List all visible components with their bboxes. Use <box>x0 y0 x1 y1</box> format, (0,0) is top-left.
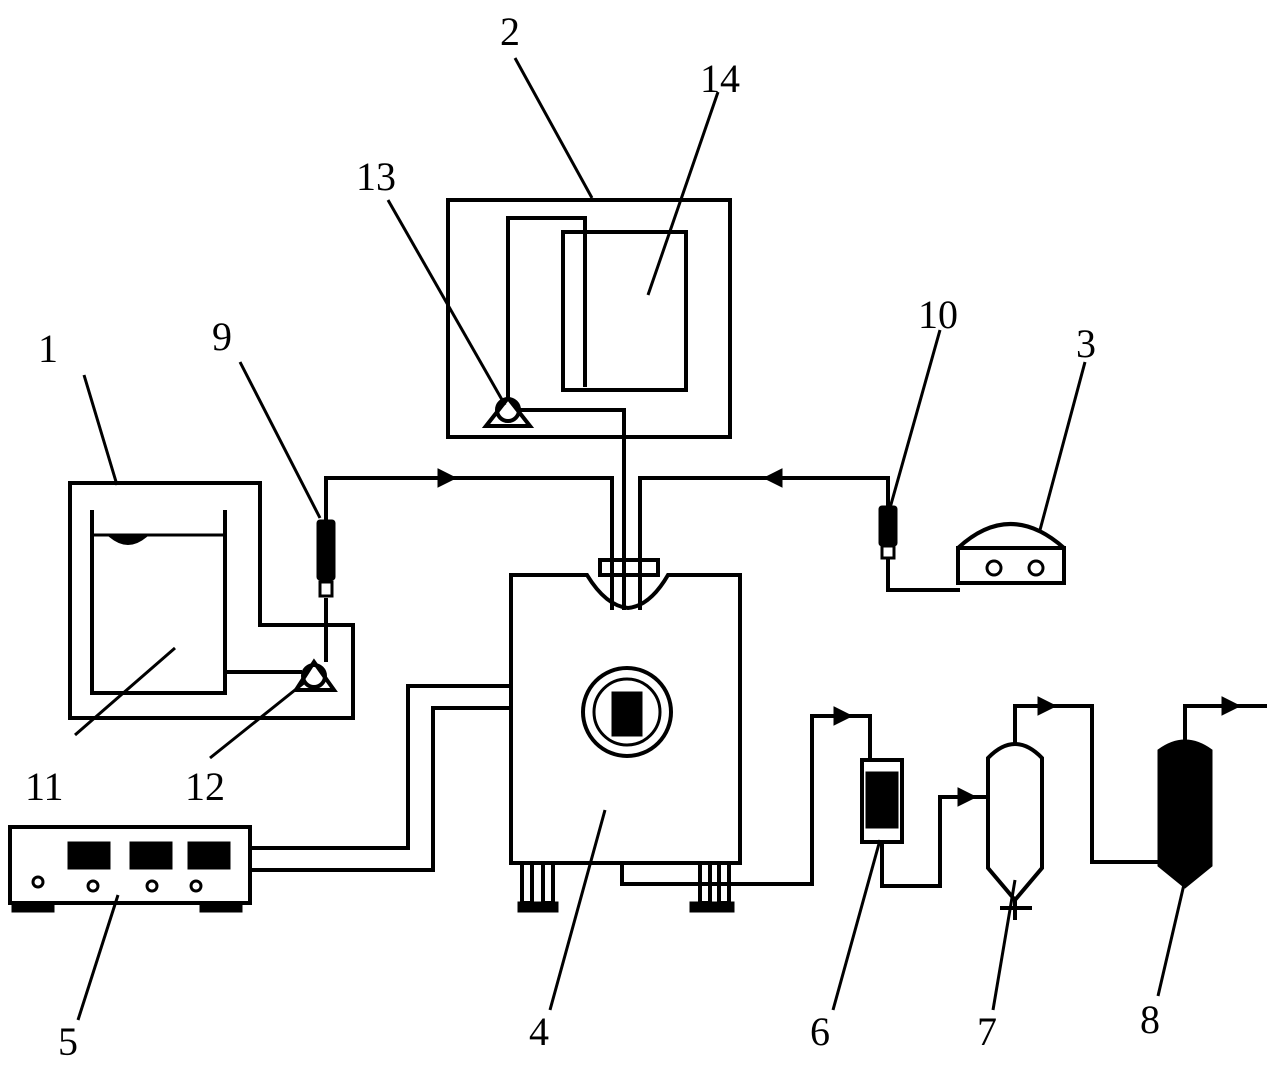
reservoir-unit-1 <box>68 481 355 720</box>
reactor-4 <box>509 558 872 913</box>
pump-13-icon <box>481 394 535 428</box>
number-labels: 1 2 3 4 5 6 7 8 9 10 11 12 13 14 <box>25 9 1160 1064</box>
dosing-unit-2 <box>446 198 732 562</box>
power-supply-5 <box>8 684 513 913</box>
label-1: 1 <box>38 326 58 371</box>
label-11: 11 <box>25 764 64 809</box>
label-3: 3 <box>1076 321 1096 366</box>
label-8: 8 <box>1140 997 1160 1042</box>
label-2: 2 <box>500 9 520 54</box>
column-8 <box>1157 696 1267 889</box>
filter-6 <box>860 758 990 888</box>
label-6: 6 <box>810 1009 830 1054</box>
flowmeter-10-icon <box>638 468 898 562</box>
label-5: 5 <box>58 1019 78 1064</box>
label-9: 9 <box>212 314 232 359</box>
gas-source-3 <box>886 522 1066 592</box>
label-4: 4 <box>529 1009 549 1054</box>
flowmeter-9-icon <box>316 476 336 662</box>
label-14: 14 <box>700 56 740 101</box>
label-12: 12 <box>185 764 225 809</box>
pump-12-icon <box>292 658 338 692</box>
pipe-9-to-reactor <box>324 468 614 562</box>
leader-lines <box>74 57 1187 1021</box>
label-10: 10 <box>918 292 958 337</box>
label-13: 13 <box>356 154 396 199</box>
label-7: 7 <box>977 1009 997 1054</box>
separator-7 <box>986 696 1160 920</box>
